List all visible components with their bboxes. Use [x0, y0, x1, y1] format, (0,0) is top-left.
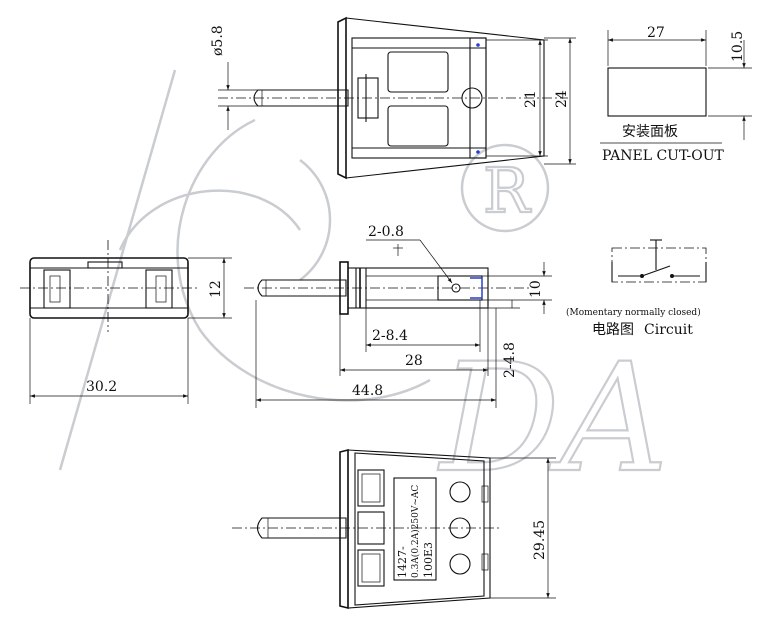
panel-cutout-label-en: PANEL CUT-OUT: [602, 148, 725, 164]
dim-terminal-offset: 2-4.8: [502, 342, 518, 378]
circuit-note: (Momentary normally closed): [566, 307, 701, 318]
side-view: 2-0.8 10 2-8.4 28 2-4.8 44.8: [244, 224, 552, 408]
front-view: 12 30.2: [20, 240, 232, 404]
label-rating: 0.3A(0.2A)250V~AC: [410, 485, 421, 578]
dim-cutout-width: 27: [647, 25, 665, 41]
dim-side-height: 12: [208, 280, 224, 298]
dim-total-length: 44.8: [352, 383, 383, 399]
dim-body-height-outer: 24: [554, 90, 570, 108]
dim-body-height-inner: 21: [523, 90, 539, 108]
label-cert: 100E3: [422, 542, 435, 578]
dim-bottom-height: 29.45: [532, 520, 548, 560]
circuit-label-cn: 电路图: [592, 322, 634, 338]
bottom-view: 1427- 0.3A(0.2A)250V~AC 100E3 29.45: [232, 448, 556, 610]
circuit-label-en: Circuit: [644, 322, 693, 338]
panel-cutout-view: 27 10.5 安装面板 PANEL CUT-OUT: [600, 25, 752, 164]
dim-hole-spec: 2-0.8: [368, 224, 404, 240]
circuit-diagram: (Momentary normally closed) 电路图 Circuit: [566, 239, 707, 338]
panel-cutout-label-cn: 安装面板: [622, 124, 678, 140]
dim-front-width: 30.2: [86, 379, 117, 395]
dim-terminal-length: 2-8.4: [372, 328, 408, 344]
dim-terminal-height: 10: [528, 280, 544, 298]
watermark: R DA: [58, 69, 670, 507]
registered-mark-letter: R: [483, 154, 532, 227]
dim-pin-diameter: ø5.8: [210, 25, 226, 56]
dim-cutout-height: 10.5: [730, 31, 746, 62]
label-model: 1427-: [396, 546, 409, 578]
dim-body-length: 28: [405, 353, 423, 369]
watermark-brand: DA: [437, 332, 669, 506]
top-view: ø5.8 21 24: [210, 16, 576, 180]
registered-mark-circle: [460, 143, 550, 233]
